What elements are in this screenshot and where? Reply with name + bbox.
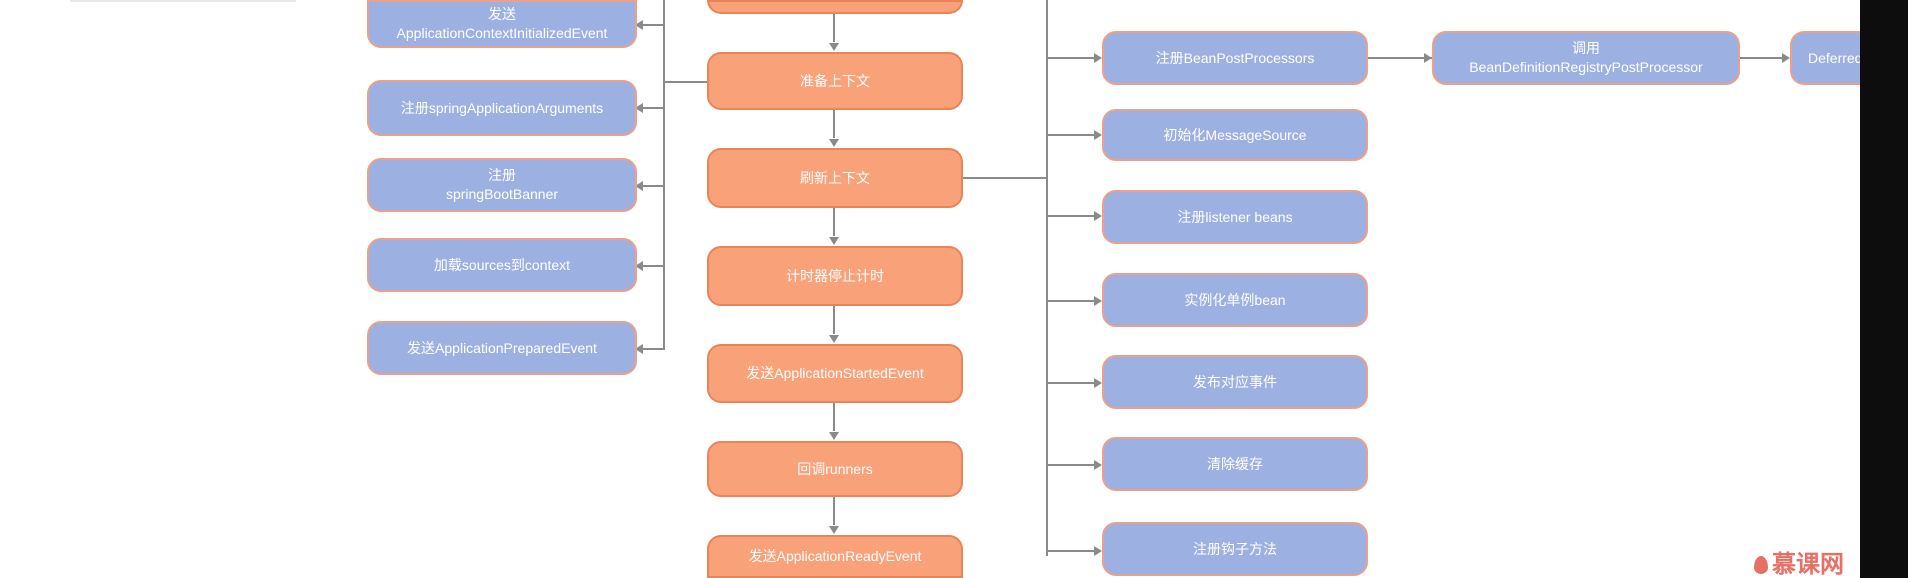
node-send-ready: 发送ApplicationReadyEvent xyxy=(707,535,963,578)
connector xyxy=(833,12,835,42)
node-label: 加载sources到context xyxy=(433,256,571,273)
node-register-banner: 注册 springBootBanner xyxy=(367,158,637,212)
connector xyxy=(641,265,663,267)
node-label: Deferred xyxy=(1808,49,1860,66)
node-refresh-context: 刷新上下文 xyxy=(707,148,963,208)
node-label: 注册钩子方法 xyxy=(1193,540,1277,557)
connector xyxy=(1046,300,1096,302)
node-label: 发送ApplicationReadyEvent xyxy=(748,548,922,564)
arrowhead xyxy=(1094,460,1102,470)
arrowhead xyxy=(829,237,839,245)
node-instantiate-singletons: 实例化单例bean xyxy=(1102,273,1368,327)
node-register-bpp: 注册BeanPostProcessors xyxy=(1102,31,1368,85)
node-label: 实例化单例bean xyxy=(1184,291,1286,308)
node-label: 注册BeanPostProcessors xyxy=(1155,49,1315,66)
node-invoke-registry-pp: 调用 BeanDefinitionRegistryPostProcessor xyxy=(1432,31,1740,85)
node-label: 注册springApplicationArguments xyxy=(400,99,604,116)
arrowhead xyxy=(1094,130,1102,140)
node-label: 回调runners xyxy=(797,460,873,477)
node-register-listener-beans: 注册listener beans xyxy=(1102,190,1368,244)
arrowhead xyxy=(1094,296,1102,306)
node-label: ApplicationContextInitializedEvent xyxy=(396,25,608,41)
node-label: 发布对应事件 xyxy=(1193,373,1277,390)
arrowhead xyxy=(829,139,839,147)
node-clear-cache: 清除缓存 xyxy=(1102,437,1368,491)
connector xyxy=(663,0,665,350)
node-label: 发送ApplicationPreparedEvent xyxy=(407,339,597,356)
arrowhead xyxy=(1094,546,1102,556)
node-stop-timer: 计时器停止计时 xyxy=(707,246,963,306)
node-label: springBootBanner xyxy=(445,186,559,202)
arrowhead xyxy=(1782,53,1790,63)
node-publish-events: 发布对应事件 xyxy=(1102,355,1368,409)
node-send-context-initialized: 发送 ApplicationContextInitializedEvent xyxy=(367,0,637,48)
connector xyxy=(833,306,835,334)
connector xyxy=(663,81,707,83)
node-send-prepared: 发送ApplicationPreparedEvent xyxy=(367,321,637,375)
watermark-logo: 慕课网 xyxy=(1754,552,1844,578)
connector xyxy=(833,497,835,525)
arrowhead xyxy=(829,526,839,534)
arrowhead xyxy=(1094,211,1102,221)
connector xyxy=(1046,134,1096,136)
arrowhead xyxy=(1094,53,1102,63)
node-deferred: Deferred xyxy=(1790,31,1860,85)
connector xyxy=(1046,57,1096,59)
watermark-text: 慕课网 xyxy=(1772,551,1844,578)
arrowhead xyxy=(635,181,643,191)
arrowhead xyxy=(635,20,643,30)
connector xyxy=(1046,382,1096,384)
connector xyxy=(1046,464,1096,466)
node-label: 发送ApplicationStartedEvent xyxy=(746,365,924,381)
arrowhead xyxy=(635,103,643,113)
connector xyxy=(641,185,663,187)
connector xyxy=(1368,57,1436,59)
connector xyxy=(641,348,665,350)
node-main-top xyxy=(707,0,963,14)
node-label: 调用 xyxy=(1571,40,1600,56)
connector xyxy=(1740,57,1784,59)
arrowhead xyxy=(1424,53,1432,63)
node-init-message-source: 初始化MessageSource xyxy=(1102,109,1368,161)
node-label: 计时器停止计时 xyxy=(786,267,884,284)
arrowhead xyxy=(829,432,839,440)
connector xyxy=(641,24,663,26)
node-label: 清除缓存 xyxy=(1207,455,1263,472)
node-register-hooks: 注册钩子方法 xyxy=(1102,522,1368,576)
arrowhead xyxy=(829,335,839,343)
node-label: 初始化MessageSource xyxy=(1163,126,1307,143)
node-load-sources: 加载sources到context xyxy=(367,238,637,292)
node-call-runners: 回调runners xyxy=(707,441,963,497)
connector xyxy=(833,110,835,138)
top-divider xyxy=(70,0,296,2)
node-label: BeanDefinitionRegistryPostProcessor xyxy=(1469,59,1703,75)
right-edge-mask xyxy=(1860,0,1908,578)
arrowhead xyxy=(1094,378,1102,388)
node-label: 注册listener beans xyxy=(1177,208,1293,225)
node-label: 刷新上下文 xyxy=(800,169,870,186)
node-label: 注册 xyxy=(487,167,516,183)
connector xyxy=(641,107,663,109)
node-register-args: 注册springApplicationArguments xyxy=(367,80,637,136)
connector xyxy=(962,177,1048,179)
arrowhead xyxy=(829,43,839,51)
connector xyxy=(833,403,835,431)
flame-icon xyxy=(1754,556,1768,574)
node-prepare-context: 准备上下文 xyxy=(707,52,963,110)
node-send-started: 发送ApplicationStartedEvent xyxy=(707,344,963,403)
node-label: 发送 xyxy=(488,6,516,22)
connector xyxy=(1046,215,1096,217)
node-label: 准备上下文 xyxy=(800,72,870,89)
connector xyxy=(1046,0,1048,556)
connector xyxy=(1046,550,1096,552)
arrowhead xyxy=(635,261,643,271)
connector xyxy=(833,208,835,236)
arrowhead xyxy=(635,344,643,354)
